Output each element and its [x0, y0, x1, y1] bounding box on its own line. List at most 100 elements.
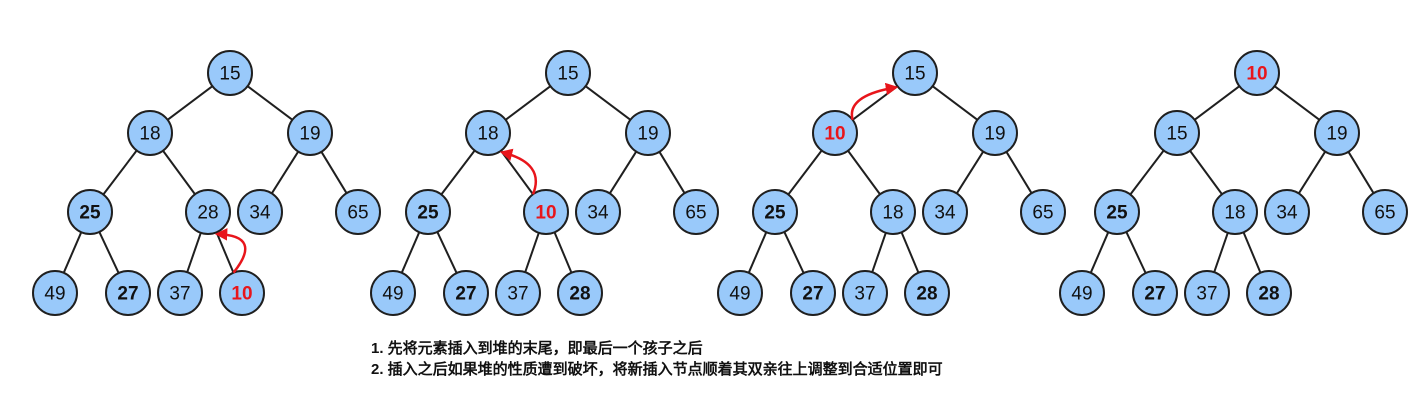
heap-node: 65 — [1020, 189, 1066, 235]
node-circle — [575, 189, 621, 235]
node-circle — [287, 110, 333, 156]
node-circle — [904, 270, 950, 316]
sift-up-arrow — [850, 82, 899, 121]
heap-node: 15 — [207, 50, 253, 96]
node-value: 28 — [197, 203, 218, 224]
heap-node: 10 — [1234, 50, 1280, 96]
tree-edge — [436, 231, 458, 274]
node-circle — [1020, 189, 1066, 235]
tree-edge — [1005, 151, 1033, 194]
tree-edge — [505, 85, 552, 121]
heap-node: 18 — [1212, 189, 1258, 235]
node-value: 27 — [802, 284, 823, 305]
node-value: 18 — [882, 203, 903, 224]
tree-edge — [440, 149, 476, 196]
heap-node: 15 — [892, 50, 938, 96]
tree-edge — [1089, 231, 1110, 274]
heap-node: 37 — [842, 270, 888, 316]
node-circle — [465, 110, 511, 156]
tree-edge — [162, 150, 196, 195]
node-circle — [1094, 189, 1140, 235]
node-value: 25 — [417, 203, 439, 224]
heap-node: 18 — [870, 189, 916, 235]
tree-edge — [955, 151, 985, 194]
heap-node: 34 — [237, 189, 283, 235]
node-circle — [207, 50, 253, 96]
node-circle — [1212, 189, 1258, 235]
node-circle — [972, 110, 1018, 156]
tree-edge — [1189, 150, 1223, 195]
heap-node: 19 — [625, 110, 671, 156]
sift-up-arrow — [499, 148, 538, 195]
node-value: 15 — [904, 64, 925, 85]
heap-node: 25 — [1094, 189, 1140, 235]
tree-edge — [400, 231, 421, 274]
tree-edge — [608, 151, 638, 194]
node-value: 34 — [934, 203, 956, 224]
heap-node: 19 — [1314, 110, 1360, 156]
node-value: 19 — [984, 124, 1005, 145]
node-value: 34 — [249, 203, 271, 224]
node-circle — [32, 270, 78, 316]
node-value: 27 — [117, 284, 138, 305]
node-value: 18 — [1224, 203, 1245, 224]
heap-node: 34 — [575, 189, 621, 235]
heap-node: 10 — [812, 110, 858, 156]
tree-edge — [584, 85, 632, 121]
node-circle — [557, 270, 603, 316]
tree-edge — [102, 149, 138, 196]
tree-edge — [270, 151, 300, 194]
heap-node: 34 — [922, 189, 968, 235]
node-value: 10 — [824, 124, 845, 145]
node-value: 65 — [347, 203, 368, 224]
sift-up-arrow — [214, 228, 247, 274]
node-value: 25 — [764, 203, 786, 224]
tree-edge — [787, 149, 823, 196]
node-circle — [842, 270, 888, 316]
tree-edge — [524, 232, 540, 273]
heap-node: 37 — [1184, 270, 1230, 316]
heap-node: 28 — [904, 270, 950, 316]
tree-edge — [1213, 232, 1229, 273]
tree-edge — [62, 231, 83, 274]
node-circle — [1059, 270, 1105, 316]
heap-node: 27 — [105, 270, 151, 316]
node-circle — [625, 110, 671, 156]
node-value: 49 — [382, 284, 403, 305]
node-circle — [237, 189, 283, 235]
heap-node: 27 — [443, 270, 489, 316]
node-value: 65 — [1032, 203, 1053, 224]
tree-edge — [1242, 231, 1262, 274]
node-value: 65 — [1374, 203, 1395, 224]
node-value: 27 — [455, 284, 476, 305]
tree-edge — [783, 231, 805, 274]
node-circle — [870, 189, 916, 235]
node-value: 10 — [535, 203, 556, 224]
node-value: 37 — [507, 284, 528, 305]
node-circle — [1234, 50, 1280, 96]
node-circle — [673, 189, 719, 235]
heap-node: 49 — [1059, 270, 1105, 316]
node-value: 10 — [1246, 64, 1267, 85]
tree-edge — [1297, 151, 1327, 194]
node-value: 27 — [1144, 284, 1165, 305]
node-value: 25 — [79, 203, 101, 224]
node-circle — [752, 189, 798, 235]
heap-node: 34 — [1264, 189, 1310, 235]
node-value: 18 — [139, 124, 160, 145]
heap-node: 28 — [557, 270, 603, 316]
node-circle — [105, 270, 151, 316]
heap-node: 10 — [523, 189, 569, 235]
node-circle — [443, 270, 489, 316]
node-circle — [185, 189, 231, 235]
tree-edge — [320, 151, 348, 194]
tree-edge — [247, 85, 293, 121]
heap-node: 28 — [185, 189, 231, 235]
node-circle — [545, 50, 591, 96]
node-value: 19 — [299, 124, 320, 145]
node-circle — [1362, 189, 1408, 235]
heap-node: 65 — [673, 189, 719, 235]
heap-node: 25 — [752, 189, 798, 235]
explanation-notes: 1. 先将元素插入到堆的末尾，即最后一个孩子之后 2. 插入之后如果堆的性质遭到… — [371, 338, 943, 380]
